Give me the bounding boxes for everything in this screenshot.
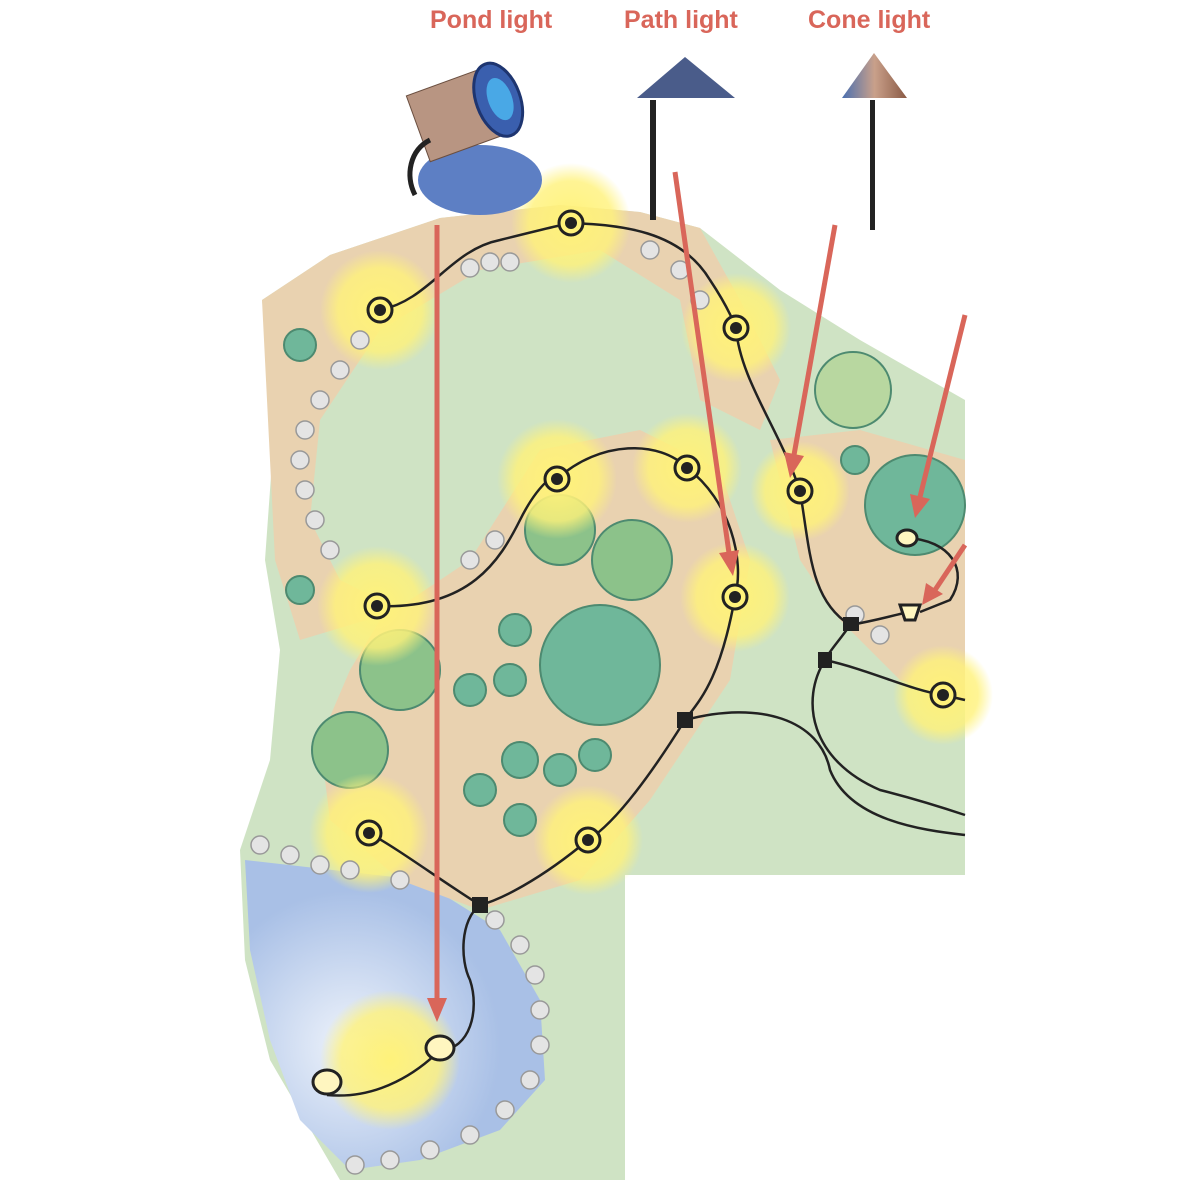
pond-light-arrowhead xyxy=(427,998,447,1022)
spot-light-arrow-2 xyxy=(932,543,968,592)
spot-light-markers xyxy=(311,528,923,1096)
cone-light-arrow xyxy=(791,224,838,456)
spot-light-arrowhead-1 xyxy=(910,494,930,518)
path-light-arrow xyxy=(672,171,732,554)
cone-light-image xyxy=(842,53,907,230)
path-light-markers xyxy=(355,209,957,854)
pond-light-image xyxy=(405,61,542,215)
cone-light-label: Cone light xyxy=(808,6,931,34)
callout-arrows xyxy=(427,171,968,1022)
spot-light-arrowhead-2 xyxy=(922,583,943,605)
path-light-arrowhead xyxy=(719,550,739,576)
spot-light-arrow-1 xyxy=(917,314,968,498)
cone-light-arrowhead xyxy=(784,452,804,478)
path-light-label: Path light xyxy=(624,6,738,34)
rock-border xyxy=(250,240,890,1175)
path-light-image xyxy=(637,57,735,220)
pond-light-label: Pond light xyxy=(430,6,553,34)
cable-connectors xyxy=(472,617,859,913)
